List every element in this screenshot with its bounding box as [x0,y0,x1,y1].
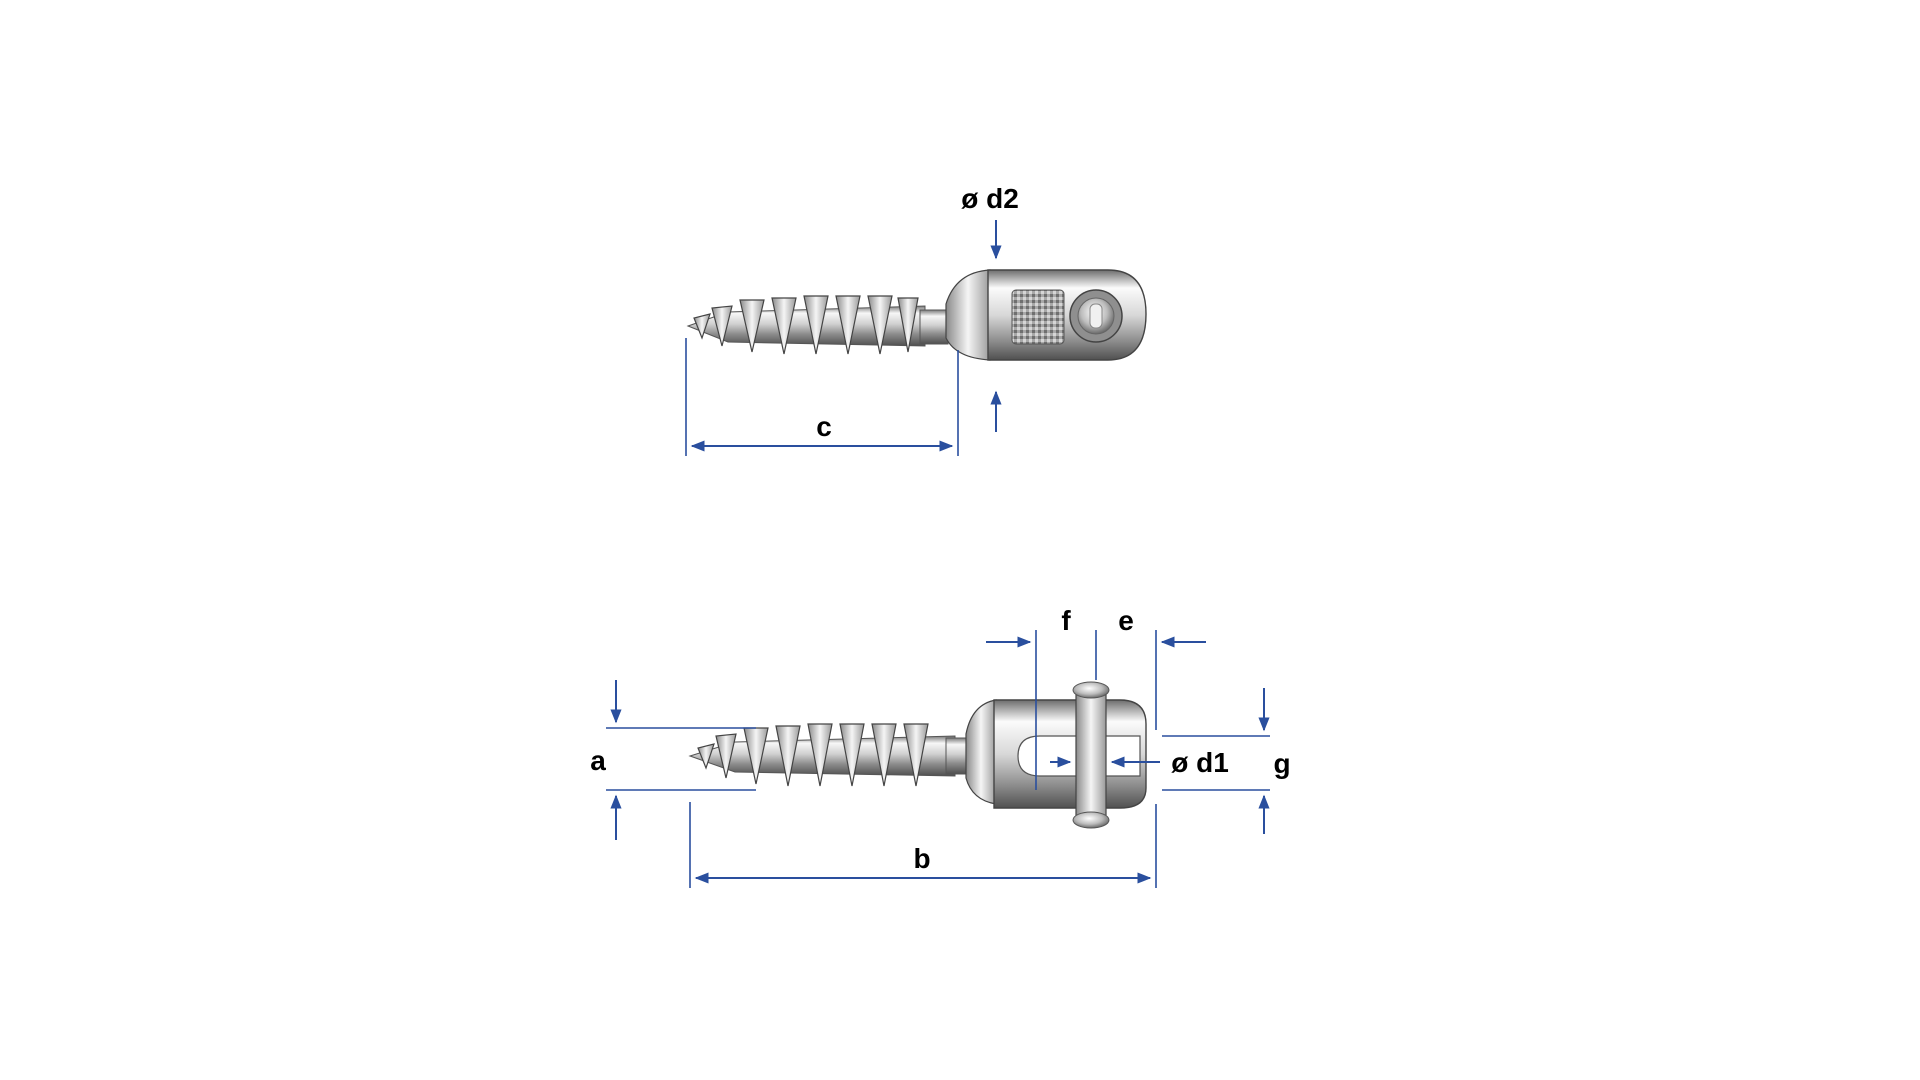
dim-a: a [590,680,756,840]
pin-head-side-bottom [1072,811,1110,829]
clevis-pin-side [1075,689,1107,821]
collar-side [965,699,997,805]
label-c: c [816,411,832,442]
dim-c: c [685,338,959,456]
neck-top [919,309,949,345]
screw-top-view [686,269,1147,361]
label-a: a [590,745,606,776]
dim-f-e: f e [986,605,1206,790]
knurled-area-top [1011,289,1065,345]
label-g: g [1273,748,1290,779]
label-d2: ø d2 [961,183,1019,214]
collar-top [945,269,991,361]
label-d1: ø d1 [1171,747,1229,778]
dim-d1: ø d1 [1050,747,1229,778]
neck-side [945,737,969,775]
dim-g: g [1162,688,1291,834]
label-b: b [913,843,930,874]
dim-b: b [689,802,1157,888]
label-f: f [1061,605,1071,636]
thread-shaft-side [688,723,956,787]
dim-d2: ø d2 [961,183,1019,432]
screw-side-view [688,681,1147,829]
thread-shaft-top [686,295,926,355]
pin-head-side-top [1072,681,1110,699]
label-e: e [1118,605,1134,636]
